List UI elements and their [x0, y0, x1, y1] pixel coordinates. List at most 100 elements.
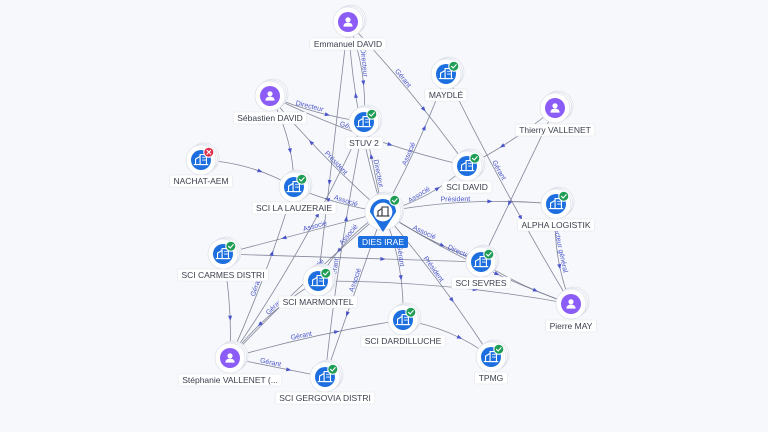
edge-arrow-alpha-pierre [557, 263, 562, 270]
node-gergovia[interactable]: SCI GERGOVIA DISTRI [274, 359, 376, 405]
node-lauzeraie[interactable]: SCI LA LAUZERAIE [251, 169, 337, 215]
edge-stephanie-stuv2[interactable] [229, 121, 365, 359]
edge-dies-irae-sebastien[interactable] [269, 95, 384, 213]
edge-label-emmanuel-sci-david: Gérant [393, 68, 412, 89]
node-tpmg[interactable]: TPMG [474, 339, 510, 385]
node-label-bg [169, 174, 233, 188]
node-alpha[interactable]: ALPHA LOGISTIK [517, 186, 595, 232]
node-label-bg [278, 295, 358, 309]
node-marmontel[interactable]: SCI MARMONTEL [278, 263, 358, 309]
edge-stephanie-dardilluche[interactable] [229, 319, 404, 359]
node-label-sevres: SCI SEVRES [455, 278, 506, 288]
edge-arrow-thierry-sevres [507, 200, 513, 206]
node-label-group: NACHAT-AEM [169, 174, 233, 188]
node-maydle[interactable]: MAYDLÉ [424, 56, 468, 102]
node-label-bg [545, 319, 597, 333]
node-stuv2[interactable]: STUV 2 [344, 104, 384, 150]
check-badge-icon [320, 267, 332, 279]
node-label-group: Pierre MAY [545, 319, 597, 333]
node-dies-irae[interactable]: DIES IRAE [358, 191, 408, 248]
node-label-stuv2: STUV 2 [349, 138, 379, 148]
edge-arrow-dies-irae-sci-david [434, 187, 441, 192]
node-label-group: Sébastien DAVID [232, 111, 308, 125]
edge-arrow-stephanie-gergovia [285, 367, 292, 372]
edge-gergovia-stuv2[interactable] [324, 121, 365, 378]
check-badge-icon [296, 173, 308, 185]
node-emmanuel[interactable]: Emmanuel DAVID [309, 4, 387, 51]
building-icon [438, 67, 454, 80]
edge-arrow-thierry-sci-david [499, 143, 506, 148]
check-badge-icon [405, 306, 417, 318]
edge-arrow-carmes-sevres [380, 256, 386, 261]
node-label-bg [232, 111, 308, 125]
node-label-alpha: ALPHA LOGISTIK [522, 220, 591, 230]
node-nachat[interactable]: NACHAT-AEM [169, 142, 233, 188]
node-label-bg [474, 371, 508, 385]
person-icon [343, 17, 353, 27]
node-sevres[interactable]: SCI SEVRES [451, 244, 511, 290]
edge-dies-irae-carmes[interactable] [222, 211, 384, 255]
node-label-marmontel: SCI MARMONTEL [283, 297, 354, 307]
edge-arrow-dies-irae-tpmg [449, 296, 454, 303]
node-label-bg [514, 123, 596, 137]
node-label-tpmg: TPMG [479, 373, 504, 383]
check-badge-icon [225, 240, 237, 252]
edge-maydle-pierre[interactable] [445, 73, 572, 305]
edge-arrow-stephanie-dardilluche [333, 330, 340, 335]
edge-label-dies-irae-lauzeraie: Associé [333, 194, 359, 208]
node-label-group: DIES IRAE [358, 236, 408, 248]
edge-dies-irae-tpmg[interactable] [382, 211, 492, 358]
node-stephanie[interactable]: Stéphanie VALLENET (... [177, 340, 283, 387]
edge-label-dies-irae-sevres: Associé [412, 224, 437, 241]
edge-label-dies-irae-stuv2: Directeur [372, 159, 385, 189]
node-label-group: TPMG [474, 371, 508, 385]
person-icon [550, 103, 560, 113]
node-sebastien[interactable]: Sébastien DAVID [232, 78, 308, 125]
edge-marmontel-pierre[interactable] [317, 280, 572, 305]
edge-arrow-sebastien-stuv2 [324, 112, 331, 117]
node-label-group: Stéphanie VALLENET (... [177, 373, 283, 387]
edge-arrow-dies-irae-carmes [281, 235, 287, 240]
node-label-group: Thierry VALLENET [514, 123, 596, 137]
node-label-bg [177, 373, 283, 387]
edge-arrow-dies-irae-alpha [487, 199, 493, 204]
node-label-stephanie: Stéphanie VALLENET (... [182, 375, 278, 385]
center-node-label: DIES IRAE [362, 237, 404, 247]
node-label-group: Emmanuel DAVID [309, 37, 387, 51]
node-label-bg [274, 391, 376, 405]
edge-label-dies-irae-dardilluche: Gérant [395, 245, 405, 267]
edge-arrow-emmanuel-sci-david [420, 106, 426, 112]
edge-arrow-sebastien-sci-david [387, 141, 393, 146]
edge-emmanuel-marmontel[interactable] [317, 21, 349, 282]
edge-arrow-dies-irae-dardilluche [398, 275, 403, 281]
node-label-maydle: MAYDLÉ [429, 90, 464, 100]
node-sci-david[interactable]: SCI DAVID [441, 148, 493, 194]
edge-carmes-sevres[interactable] [222, 253, 482, 263]
node-label-thierry: Thierry VALLENET [519, 125, 591, 135]
check-badge-icon [493, 343, 505, 355]
node-label-group: SCI LA LAUZERAIE [251, 201, 337, 215]
node-label-dardilluche: SCI DARDILLUCHE [365, 336, 442, 346]
node-pierre[interactable]: Pierre MAY [545, 286, 597, 333]
edge-label-sebastien-stuv2: Directeur [295, 100, 325, 114]
edge-arrow-gergovia-stuv2 [344, 215, 348, 222]
node-label-group: STUV 2 [344, 136, 384, 150]
edge-dies-irae-gergovia[interactable] [324, 211, 384, 378]
node-label-lauzeraie: SCI LA LAUZERAIE [256, 203, 332, 213]
edge-label-gergovia-stuv2: Gérant [330, 258, 340, 280]
node-label-nachat: NACHAT-AEM [173, 176, 228, 186]
node-dardilluche[interactable]: SCI DARDILLUCHE [360, 302, 446, 348]
node-label-emmanuel: Emmanuel DAVID [314, 39, 382, 49]
node-thierry[interactable]: Thierry VALLENET [514, 90, 596, 137]
edge-arrow-dies-irae-emmanuel [354, 92, 359, 99]
node-label-sci-david: SCI DAVID [446, 182, 488, 192]
node-carmes[interactable]: SCI CARMES DISTRI [177, 236, 269, 282]
node-label-group: SCI SEVRES [451, 276, 511, 290]
edge-arrow-dies-irae-maydle [421, 125, 426, 131]
node-label-group: SCI CARMES DISTRI [177, 268, 269, 282]
edge-arrow-carmes-stephanie [228, 315, 233, 321]
building-icon [376, 206, 390, 217]
edge-arrow-dies-irae-stuv2 [369, 153, 374, 160]
